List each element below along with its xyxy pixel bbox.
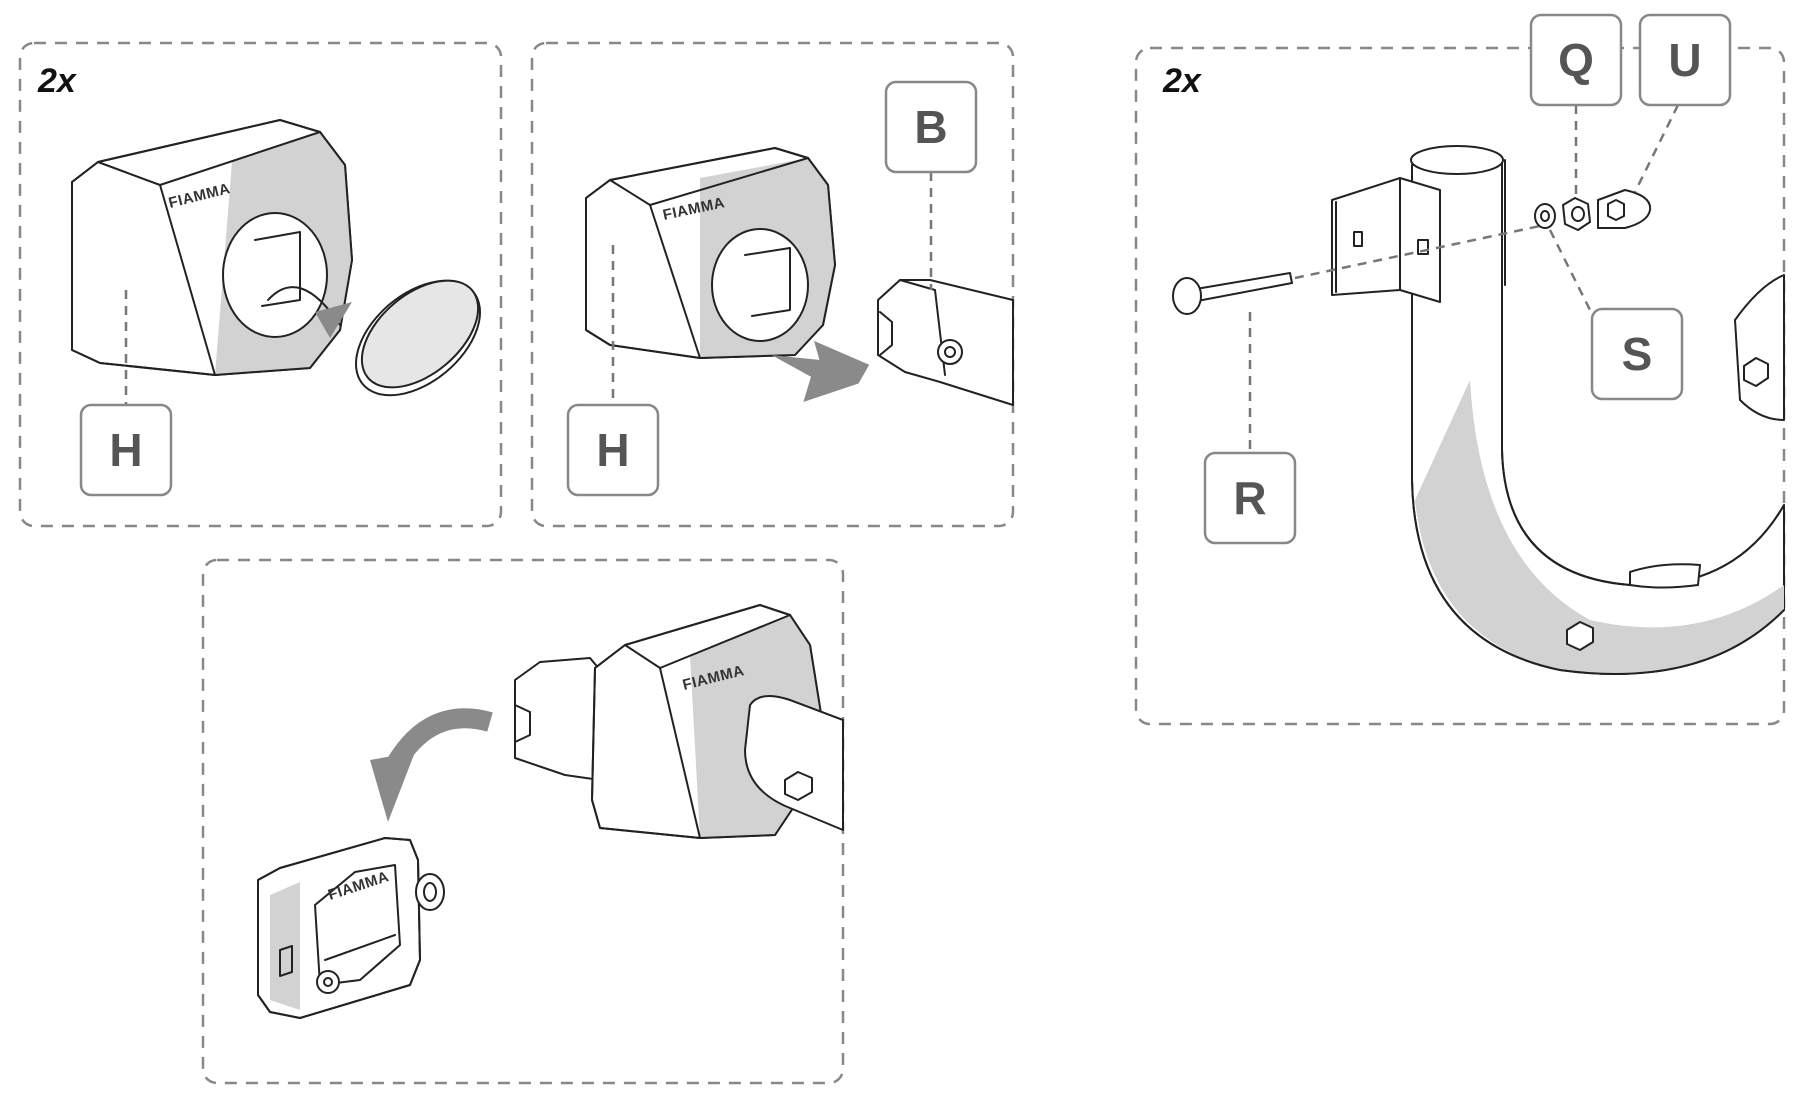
tube-end-b bbox=[877, 279, 1014, 406]
quantity-label: 2x bbox=[37, 62, 78, 100]
label-box-h1 bbox=[79, 403, 173, 497]
panel-4-frame bbox=[1134, 46, 1786, 726]
mount-arrow-head bbox=[370, 752, 415, 822]
nut-q bbox=[1562, 197, 1591, 231]
part-label-q: Q bbox=[1558, 34, 1594, 86]
leader-s bbox=[1548, 229, 1592, 311]
wall-mount-plate: FIAMMA bbox=[257, 837, 445, 1019]
panel-1: 2x FIAMMA H bbox=[18, 41, 503, 528]
part-label-r: R bbox=[1233, 472, 1266, 524]
hook-bolt-head bbox=[1566, 621, 1594, 651]
panel-2-frame bbox=[530, 41, 1015, 528]
part-label-b: B bbox=[914, 101, 947, 153]
part-label-u: U bbox=[1668, 34, 1701, 86]
quantity-label-2: 2x bbox=[1162, 62, 1203, 100]
cover-cap bbox=[355, 279, 481, 397]
tube-opening bbox=[222, 212, 328, 338]
washer-s bbox=[1534, 203, 1556, 229]
panel-3-frame bbox=[201, 558, 845, 1085]
panel-1-frame bbox=[18, 41, 503, 528]
bolt-r bbox=[1172, 224, 1541, 315]
label-box-q bbox=[1529, 13, 1623, 107]
panel-3: FIAMMA FIAMMA bbox=[201, 558, 845, 1085]
label-box-u bbox=[1638, 13, 1732, 107]
label-box-h2 bbox=[566, 403, 660, 497]
end-cap-housing: FIAMMA bbox=[71, 119, 353, 376]
mount-arrow-line bbox=[386, 708, 493, 771]
panel-2: FIAMMA B H bbox=[530, 41, 1015, 528]
rotate-arrow-head bbox=[315, 302, 352, 338]
cap-nut-u bbox=[1597, 189, 1652, 229]
assembled-tube-housing: FIAMMA bbox=[514, 604, 844, 839]
label-box-s bbox=[1590, 307, 1684, 401]
label-box-b bbox=[884, 80, 978, 174]
leader-u bbox=[1633, 104, 1680, 193]
part-label-h2: H bbox=[596, 424, 629, 476]
insert-arrow bbox=[771, 340, 870, 402]
end-cap-housing-2: FIAMMA bbox=[585, 147, 836, 359]
part-label-h1: H bbox=[109, 424, 142, 476]
clamp-bracket bbox=[1331, 177, 1441, 303]
panel-4: 2x bbox=[1134, 13, 1786, 726]
j-hook-tube bbox=[1410, 145, 1785, 675]
label-box-r bbox=[1203, 451, 1297, 545]
part-label-s: S bbox=[1622, 328, 1653, 380]
bolt-head bbox=[784, 771, 813, 801]
